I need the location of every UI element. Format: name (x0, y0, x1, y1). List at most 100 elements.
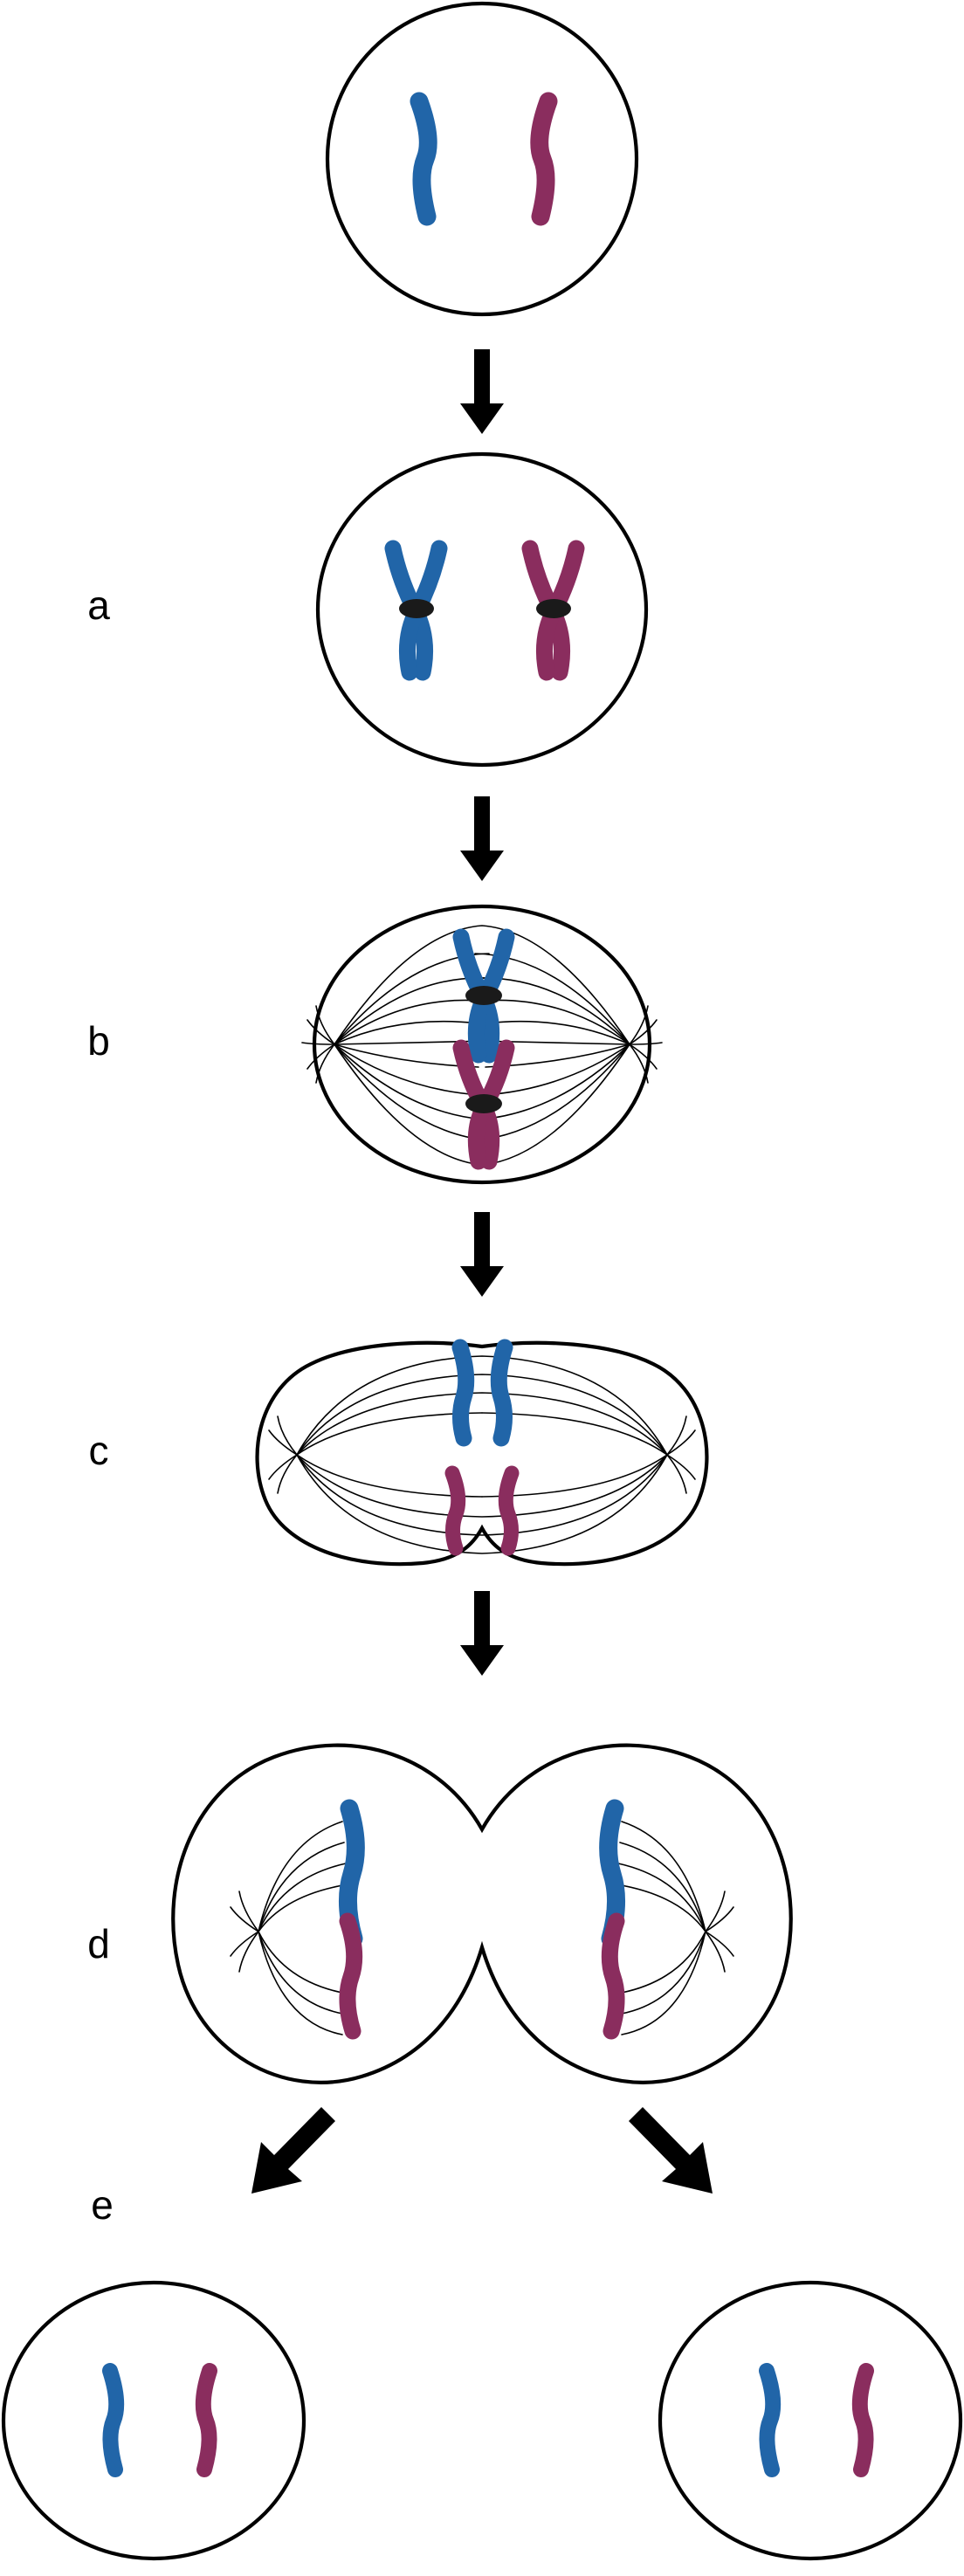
chromatid-magenta-left (444, 1465, 466, 1556)
aster-fiber (277, 1454, 298, 1494)
spindle-fiber (296, 1454, 668, 1554)
aster-fiber (629, 1005, 649, 1045)
daughter-cell-right (658, 2280, 963, 2561)
cell-membrane (658, 2280, 963, 2561)
down-right-arrow-icon (629, 2107, 713, 2194)
spindle-fiber (258, 1931, 343, 2015)
centromere-magenta (465, 1094, 502, 1113)
arrow-telophase-to-daughter-right (629, 2107, 713, 2194)
aster-fiber (268, 1429, 298, 1456)
down-left-arrow-icon (251, 2107, 335, 2194)
cell-membrane (315, 451, 649, 768)
spindle-fiber (481, 1043, 630, 1166)
stage-anaphase: c (89, 1339, 709, 1567)
stage-label-e: e (91, 2182, 114, 2228)
spindle-fiber (617, 1863, 706, 1932)
down-arrow-icon (460, 796, 504, 881)
arrow-interphase-to-prophase (460, 349, 504, 434)
stage-label-a: a (87, 582, 110, 628)
arrow-telophase-to-daughter-left (251, 2107, 335, 2194)
spindle-fiber (334, 925, 630, 1045)
spindle-fiber (334, 1043, 485, 1120)
chromosome-blue (410, 92, 437, 226)
daughter-cell-left (1, 2280, 306, 2561)
aster-fiber (306, 1043, 335, 1070)
aster-fiber (230, 1931, 259, 1957)
cell-membrane (255, 1340, 709, 1567)
stage-label-b: b (87, 1018, 110, 1064)
spindle-fiber (258, 1931, 343, 1994)
aster-fiber (705, 1931, 734, 1957)
chromosome-pair-magenta (452, 1039, 515, 1170)
spindle-fiber (258, 1884, 348, 1932)
spindle-fiber (485, 1020, 630, 1045)
spindle-fiber (479, 1043, 630, 1120)
chromosome-blue (759, 2363, 782, 2477)
aster-fiber (666, 1415, 687, 1456)
spindle-fiber (334, 1043, 483, 1166)
spindle-fiber (296, 1355, 668, 1456)
aster-fiber (315, 1043, 335, 1084)
spindle-fiber (621, 1931, 706, 1994)
down-arrow-icon (460, 1591, 504, 1676)
centromere-blue (399, 599, 434, 618)
aster-fiber (666, 1429, 696, 1456)
aster-fiber (306, 1019, 335, 1045)
aster-fiber (666, 1454, 687, 1494)
aster-fiber (629, 1019, 658, 1045)
spindle-apparatus (268, 1355, 696, 1554)
spindle-fiber (334, 999, 481, 1045)
spindle-fiber (474, 1040, 630, 1045)
stage-interphase (325, 1, 639, 317)
spindle-fiber (258, 1863, 347, 1932)
aster-fiber (705, 1931, 726, 1973)
aster-fiber (629, 1043, 658, 1070)
aster-fiber (666, 1454, 696, 1480)
spindle-fiber (334, 977, 485, 1045)
down-arrow-icon (460, 349, 504, 434)
stage-label-c: c (89, 1428, 109, 1473)
spindle-fiber (296, 1374, 668, 1456)
stage-metaphase: b (87, 904, 663, 1185)
aster-fiber (301, 1042, 335, 1045)
spindle-fiber (296, 1392, 668, 1456)
spindle-fiber (616, 1884, 706, 1932)
spindle-fiber (334, 1043, 481, 1096)
aster-fiber (705, 1891, 726, 1932)
chromosome-magenta (530, 92, 558, 226)
chromatid-blue-right (490, 1339, 513, 1447)
arrow-metaphase-to-anaphase (460, 1212, 504, 1297)
spindle-apparatus-left (230, 1821, 348, 2035)
chromatid-magenta-right (498, 1465, 520, 1556)
aster-fiber (629, 1043, 649, 1084)
aster-fiber (629, 1042, 663, 1045)
aster-fiber (238, 1891, 259, 1932)
chromosome-pair-blue (452, 928, 515, 1064)
spindle-fiber (296, 1454, 668, 1518)
chromosome-magenta (195, 2363, 217, 2477)
stage-telophase: d (87, 1743, 793, 2084)
aster-fiber (238, 1931, 259, 1973)
down-arrow-icon (460, 1212, 504, 1297)
chromosome-magenta (851, 2363, 874, 2477)
arrow-prophase-to-metaphase (460, 796, 504, 881)
cell-membrane (1, 2280, 306, 2561)
spindle-fiber (483, 999, 630, 1045)
cell-membrane (171, 1743, 793, 2084)
spindle-fiber (296, 1454, 668, 1536)
spindle-fiber (483, 1043, 630, 1096)
arrow-anaphase-to-telophase (460, 1591, 504, 1676)
aster-fiber (230, 1906, 259, 1932)
chromosome-pair-blue (384, 540, 448, 681)
aster-fiber (277, 1415, 298, 1456)
spindle-apparatus-right (616, 1821, 734, 2035)
stage-daughter-cells: e (1, 2182, 963, 2561)
spindle-fiber (621, 1931, 706, 2035)
spindle-apparatus (301, 925, 663, 1166)
chromosome-blue (102, 2363, 125, 2477)
aster-fiber (268, 1454, 298, 1480)
spindle-fiber (258, 1821, 343, 1932)
centromere-magenta (536, 599, 571, 618)
spindle-fiber (621, 1821, 706, 1932)
